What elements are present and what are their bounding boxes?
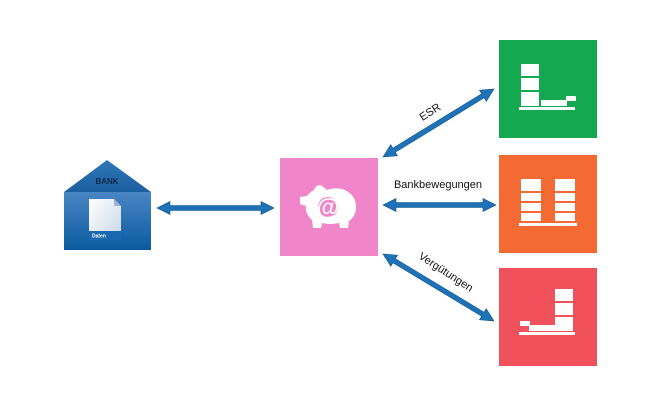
connection-label-verguetungen: Vergütungen — [416, 250, 475, 294]
tile-bankbewegungen — [499, 155, 597, 253]
tile-esr — [499, 40, 597, 138]
arrow-hub-esr — [382, 88, 495, 158]
arrow-hub-verguetungen — [382, 253, 495, 322]
bank-title: BANK — [95, 177, 118, 186]
tile-verguetungen — [499, 268, 597, 366]
document-label: Daten — [92, 234, 106, 240]
arrow-bank-hub — [156, 201, 275, 215]
connection-label-bankbewegungen: Bankbewegungen — [394, 179, 482, 191]
svg-text:@: @ — [317, 194, 339, 220]
connection-arrows — [156, 88, 497, 322]
data-document-icon: Daten — [89, 199, 121, 240]
arrow-hub-bankbewegungen — [382, 198, 497, 212]
ledger-book-icon — [519, 64, 576, 110]
hub-tile: @ — [280, 158, 378, 256]
at-piggy-bank-icon: @ — [300, 185, 356, 228]
ledger-book-icon — [519, 289, 575, 335]
ledger-book-icon — [519, 179, 577, 226]
bank-building-icon: BANK Daten — [64, 160, 151, 250]
